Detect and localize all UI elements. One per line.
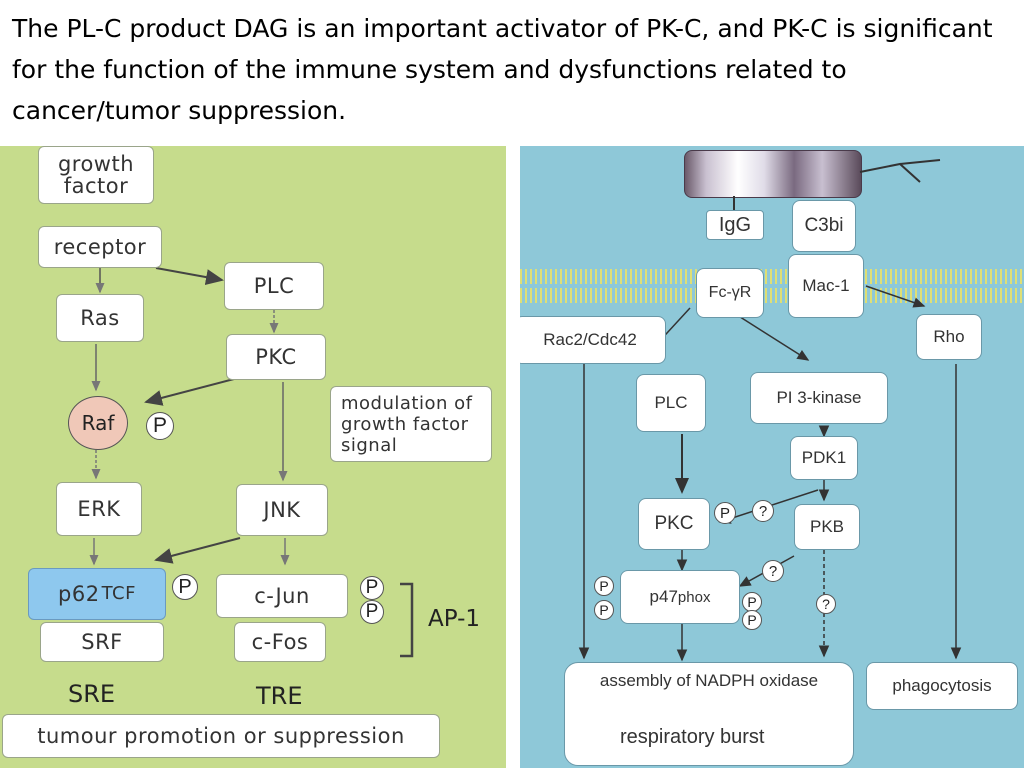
outcome-label: tumour promotion or suppression (37, 724, 405, 748)
receptor-label: receptor (53, 235, 147, 259)
pi3-kinase-box: PI 3-kinase (750, 372, 888, 424)
plc-label: PLC (253, 274, 295, 298)
pkb-unknown-badge: ? (816, 594, 836, 614)
plc-right-label: PLC (654, 393, 688, 412)
tcf-phospho-label: P (178, 575, 192, 598)
pdk1-box: PDK1 (790, 436, 858, 480)
p47-phospho-label-4: P (747, 612, 757, 628)
sre-label: SRE (68, 680, 116, 708)
plc-box: PLC (224, 262, 324, 310)
pdk1-label: PDK1 (801, 448, 847, 467)
cfos-label: c-Fos (251, 630, 309, 654)
raf-phospho-badge: P (146, 412, 174, 440)
cjun-box: c-Jun (216, 574, 348, 618)
p47-unknown-badge: ? (762, 560, 784, 582)
respiratory-burst-label: respiratory burst (620, 726, 765, 748)
p47-phospho-badge-2: P (594, 600, 614, 620)
slide-title: The PL-C product DAG is an important act… (12, 14, 993, 125)
fc-gamma-r-box: Fc-γR (696, 268, 764, 318)
jnk-box: JNK (236, 484, 328, 536)
raf-phospho-label: P (152, 414, 167, 437)
cjun-phospho-label-2: P (365, 601, 379, 622)
erk-box: ERK (56, 482, 142, 536)
ras-label: Ras (80, 306, 120, 330)
pkb-unknown-label: ? (822, 596, 830, 612)
rho-label: Rho (933, 327, 965, 346)
igg-label: IgG (718, 213, 752, 236)
p47-phospho-badge-4: P (742, 610, 762, 630)
pkc-right-label: PKC (654, 513, 694, 534)
erk-label: ERK (77, 497, 121, 521)
p47-unknown-label: ? (768, 562, 778, 580)
pkb-box: PKB (794, 504, 860, 550)
fc-gamma-r-label: Fc-γR (708, 284, 752, 301)
srf-label: SRF (81, 630, 123, 654)
pkc-label: PKC (255, 345, 297, 369)
c3bi-label: C3bi (804, 215, 844, 236)
cjun-phospho-badge-2: P (360, 600, 384, 624)
cell-membrane (520, 269, 1024, 303)
pkb-label: PKB (809, 517, 845, 536)
rac2-cdc42-label: Rac2/Cdc42 (543, 330, 637, 349)
jnk-label: JNK (263, 498, 301, 522)
pkc-unknown-label: ? (758, 502, 768, 520)
outcome-box: tumour promotion or suppression (2, 714, 440, 758)
phagocytosis-label: phagocytosis (892, 676, 992, 695)
cjun-phospho-label-1: P (365, 577, 379, 598)
p47-label: p47 (649, 587, 678, 606)
pkc-box: PKC (226, 334, 326, 380)
pkc-unknown-badge: ? (752, 500, 774, 522)
cfos-box: c-Fos (234, 622, 326, 662)
antibody-bound-particle (684, 150, 862, 198)
p62-label: p62 (58, 582, 100, 606)
raf-label: Raf (81, 411, 115, 435)
pkc-phospho-badge: P (714, 502, 736, 524)
receptor-box: receptor (38, 226, 162, 268)
nadph-oxidase-box: assembly of NADPH oxidase (564, 662, 854, 766)
tcf-label: TCF (101, 583, 136, 604)
igg-box: IgG (706, 210, 764, 240)
pkc-phospho-label: P (719, 504, 730, 522)
pkc-right-box: PKC (638, 498, 710, 550)
p47-phospho-label-1: P (599, 578, 609, 594)
growth-factor-label: growth factor (57, 152, 135, 198)
p47-phospho-label-3: P (747, 594, 757, 610)
growth-factor-pathway-panel: growth factor receptor PLC Ras PKC Raf P… (0, 146, 506, 768)
cjun-phospho-badge-1: P (360, 576, 384, 600)
tcf-phospho-badge: P (172, 574, 198, 600)
ras-box: Ras (56, 294, 144, 342)
c3bi-box: C3bi (792, 200, 856, 252)
left-arrows (89, 267, 414, 658)
cjun-label: c-Jun (254, 584, 310, 608)
panel-divider (506, 146, 520, 768)
rac2-cdc42-box: Rac2/Cdc42 (520, 316, 666, 364)
srf-box: SRF (40, 622, 164, 662)
p47-phospho-label-2: P (599, 602, 609, 618)
raf-node: Raf (68, 396, 128, 450)
phagocyte-signaling-panel: IgG C3bi Fc-γR Mac-1 Rac2/Cdc42 Rho PLC … (520, 146, 1024, 768)
tre-label: TRE (256, 682, 303, 710)
mac1-box: Mac-1 (788, 254, 864, 318)
phox-label: phox (677, 588, 711, 606)
ap1-label: AP-1 (428, 606, 481, 632)
modulation-box: modulation of growth factor signal (330, 386, 492, 462)
phagocytosis-box: phagocytosis (866, 662, 1018, 710)
pi3-kinase-label: PI 3-kinase (776, 388, 862, 407)
assembly-label: assembly of NADPH oxidase (599, 671, 819, 690)
growth-factor-box: growth factor (38, 146, 154, 204)
mac1-label: Mac-1 (802, 276, 850, 295)
p47-phospho-badge-1: P (594, 576, 614, 596)
p47-phospho-badge-3: P (742, 592, 762, 612)
modulation-label: modulation of growth factor signal (341, 392, 473, 456)
rho-box: Rho (916, 314, 982, 360)
plc-right-box: PLC (636, 374, 706, 432)
